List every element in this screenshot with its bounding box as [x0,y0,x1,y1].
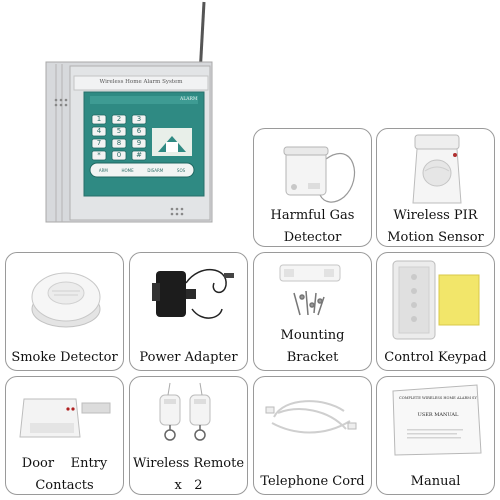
tile-smoke-detector: Smoke Detector [5,252,124,371]
tile-control-keypad: Control Keypad [376,252,495,371]
caption-power-adapter: Power Adapter [139,350,238,365]
tile-power-adapter: Power Adapter [129,252,248,371]
key-1: 1 [96,115,102,123]
pir-sensor-image [412,134,462,204]
panel-brand: ALARM [180,97,198,102]
power-adapter-image [152,268,234,319]
tile-door-contacts: Door Entry Contacts [5,376,124,495]
tile-wireless-remote: Wireless Remote x 2 [129,376,248,495]
caption-manual: Manual [410,474,461,489]
key-4: 4 [96,127,102,135]
panel-title: Wireless Home Alarm System [99,79,183,85]
manual-image [392,384,482,456]
smoke-detector-image [31,272,101,328]
func-key-sos: SOS [176,167,186,173]
caption-pir-sensor: Wireless PIR Motion Sensor [387,208,484,245]
caption-control-keypad: Control Keypad [384,350,487,365]
tile-pir-sensor: Wireless PIR Motion Sensor [376,128,495,247]
key-5: 5 [116,127,122,135]
tile-gas-detector: Harmful Gas Detector [253,128,372,247]
telephone-cord-image [265,400,357,434]
manual-cover-title: COMPLETE WIRELESS HOME ALARM SYSTEM [399,396,477,400]
caption-telephone-cord: Telephone Cord [260,474,365,489]
mounting-bracket-image [279,264,341,316]
key-8: 8 [116,139,122,147]
control-keypad-image [392,260,480,340]
key-6: 6 [136,127,142,135]
tile-manual: COMPLETE WIRELESS HOME ALARM SYSTEM USER… [376,376,495,495]
func-key-disarm: DISARM [147,167,164,173]
func-key-home: HOME [121,167,134,173]
alarm-keypad: 1 2 3 4 5 6 7 8 9 * 0 # [92,115,152,163]
key-2: 2 [116,115,122,123]
key-0: 0 [116,151,122,159]
caption-gas-detector: Harmful Gas Detector [270,208,355,245]
key-hash: # [136,151,142,159]
caption-door-contacts: Door Entry Contacts [21,456,108,493]
caption-wireless-remote: Wireless Remote x 2 [132,456,245,493]
alarm-main-unit: Wireless Home Alarm System ALARM 1 2 3 4… [40,0,230,230]
caption-mounting-bracket: Mounting Bracket [280,328,345,365]
key-star: * [97,151,101,159]
gas-detector-image [283,146,356,203]
manual-cover-subtitle: USER MANUAL [417,412,459,418]
tile-mounting-bracket: Mounting Bracket [253,252,372,371]
key-3: 3 [136,115,142,123]
door-contacts-image [19,398,111,438]
caption-smoke-detector: Smoke Detector [11,350,118,365]
wireless-remote-image [159,382,211,441]
key-7: 7 [96,139,102,147]
func-key-arm: ARM [98,167,108,173]
tile-telephone-cord: Telephone Cord [253,376,372,495]
function-keys: ARM HOME DISARM SOS [92,164,192,176]
key-9: 9 [136,139,142,147]
